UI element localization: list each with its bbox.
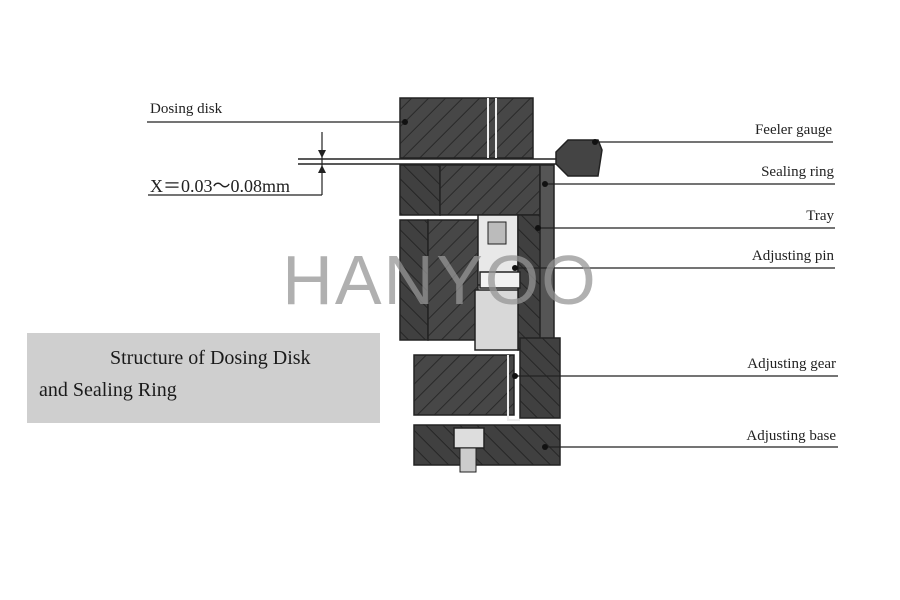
tray-left-block	[399, 219, 429, 341]
label-adjusting-pin: Adjusting pin	[752, 248, 835, 264]
leader-dot	[542, 444, 548, 450]
label-sealing-ring: Sealing ring	[761, 164, 834, 180]
label-feeler-gauge: Feeler gauge	[755, 122, 832, 138]
feeler-gauge-handle	[555, 139, 603, 177]
leader-dot	[402, 119, 408, 125]
upper-body-block	[399, 164, 441, 216]
dimension-arrow	[318, 165, 326, 173]
caption-line-2: and Sealing Ring	[39, 379, 177, 401]
leader-dot	[535, 225, 541, 231]
spring	[487, 221, 507, 245]
adjusting-pin	[479, 271, 521, 289]
label-tray: Tray	[806, 208, 834, 224]
caption-line-1: Structure of Dosing Disk	[110, 347, 311, 369]
watermark: HANYOO	[282, 241, 598, 319]
leader-dot	[592, 139, 598, 145]
gear-shaft	[507, 355, 520, 421]
label-adjusting-base: Adjusting base	[746, 428, 836, 444]
dimension-label: X＝0.03～0.08mm	[150, 176, 290, 196]
base-screw-stem	[459, 447, 477, 473]
leader-dot	[542, 181, 548, 187]
dosing-disk-block	[399, 97, 534, 159]
tray-lower-block	[474, 289, 519, 351]
base-screw-head	[453, 427, 485, 449]
adjusting-base-block	[413, 424, 561, 466]
leader-dot	[512, 265, 518, 271]
adjusting-gear-block	[413, 354, 515, 416]
leader-dot	[512, 373, 518, 379]
dimension-arrow	[318, 150, 326, 158]
label-adjusting-gear: Adjusting gear	[747, 356, 836, 372]
label-dosing-disk: Dosing disk	[150, 101, 223, 117]
sealing-ring-block	[439, 164, 541, 216]
caption-box: Structure of Dosing Disk and Sealing Rin…	[27, 333, 380, 423]
adjusting-gear-right	[519, 337, 561, 419]
